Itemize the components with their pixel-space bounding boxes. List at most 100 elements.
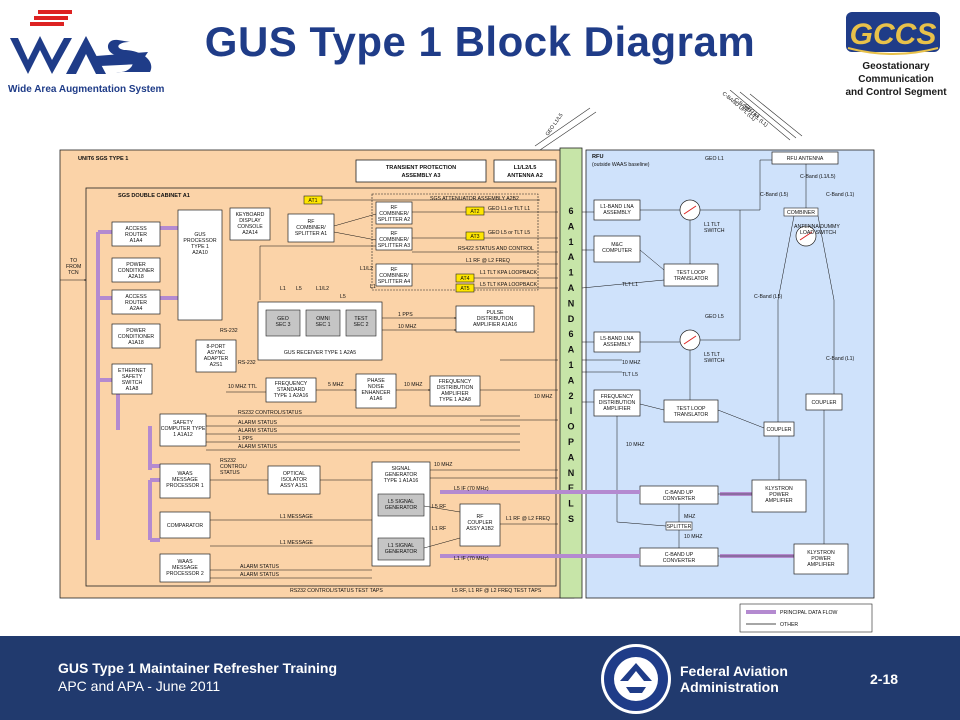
l5-if-label: L5 IF (70 MHz) [454,486,489,492]
svg-text:A2A14: A2A14 [242,230,258,236]
cband-l1-label: C-Band (L1) [826,192,855,198]
svg-text:POWER: POWER [769,492,789,498]
svg-text:L1 SIGNAL: L1 SIGNAL [388,543,414,549]
svg-text:A1A6: A1A6 [370,396,383,402]
antenna-box [493,159,557,183]
geo-l5-tlt-label: GEO L5 or TLT L5 [488,230,530,236]
svg-text:TEST LOOP: TEST LOOP [676,270,706,276]
safety-computer: SAFETY COMPUTER TYPE 1 A1A12 [159,413,207,447]
mhz10e-label: 10 MHZ [434,462,452,468]
svg-text:SWITCH: SWITCH [122,380,143,386]
svg-text:ACCESS: ACCESS [125,226,147,232]
svg-text:MESSAGE: MESSAGE [172,477,198,483]
ant-dummy-2: LOAD SWITCH [800,230,836,236]
io-panel [559,147,583,599]
svg-text:SWITCH: SWITCH [704,228,725,234]
svg-text:SEC 3: SEC 3 [276,322,291,328]
access-router-bottom: ACCESS ROUTER A2A4 [111,289,161,315]
svg-text:WAAS: WAAS [177,559,193,565]
waas-subtitle: Wide Area Augmentation System [8,84,165,95]
sig-l1l2b: L1/L2 [360,266,373,272]
svg-text:8-PORT: 8-PORT [207,344,227,350]
svg-text:TEST: TEST [354,316,368,322]
footer-bar [0,636,960,720]
svg-text:GENERATOR: GENERATOR [385,505,418,511]
svg-text:A2A18: A2A18 [128,274,144,280]
io-panel-letter: A [568,252,575,262]
svg-text:RF: RF [391,231,398,237]
waas-logo [10,10,152,74]
l1-signal-generator: L1 SIGNAL GENERATOR [377,537,425,561]
svg-text:CONDITIONER: CONDITIONER [118,334,155,340]
svg-text:TO: TO [70,258,77,264]
svg-text:COUPLER: COUPLER [467,520,492,526]
svg-text:GUS: GUS [194,232,206,238]
geo-l1-tlt-label: GEO L1 or TLT L1 [488,206,530,212]
ctrl-label: CONTROL/ [220,464,247,470]
tlt-l1-label: TLT L1 [622,282,638,288]
rf-coupler: RF COUPLER ASSY A1B2 [459,503,501,547]
rs422-label: RS422 STATUS AND CONTROL [458,246,534,252]
cband-up-converter-1: C-BAND UP CONVERTER [639,485,719,505]
page-number: 2-18 [870,671,899,687]
svg-text:AT3: AT3 [470,234,479,240]
klystron-1: KLYSTRON POWER AMPLIFIER [751,479,807,513]
cband-up-converter-2: C-BAND UP CONVERTER [639,547,719,567]
io-panel-letter: L [568,499,574,509]
legend: PRINCIPAL DATA FLOW OTHER [739,603,873,633]
svg-text:KEYBOARD: KEYBOARD [236,212,265,218]
io-panel-letter: A [568,375,575,385]
omni-sec1: OMNI SEC 1 [305,309,341,337]
l1-rf2-label: L1 RF [432,526,446,532]
rfu-wiring [581,159,835,557]
l5-signal-generator: L5 SIGNAL GENERATOR [377,493,425,517]
ttl-label: 10 MHZ TTL [228,384,257,390]
access-router-top: ACCESS ROUTER A1A4 [111,221,161,247]
io-panel-letter: A [568,452,575,462]
svg-text:SWITCH: SWITCH [704,358,725,364]
gccs-line-3: and Control Segment [845,87,947,98]
svg-text:ROUTER: ROUTER [125,232,147,238]
io-panel-letter: 1 [568,237,573,247]
svg-text:ETHERNET: ETHERNET [118,368,147,374]
svg-text:ENHANCER: ENHANCER [361,390,390,396]
svg-text:AMPLIFIER: AMPLIFIER [765,498,793,504]
siggen-lines [210,469,558,579]
svg-text:ASSEMBLY: ASSEMBLY [603,210,631,216]
svg-text:SAFETY: SAFETY [173,420,194,426]
io-panel-letter: 6 [568,206,573,216]
l5-rf-label: L5 RF [432,504,446,510]
ethernet-safety-switch: ETHERNET SAFETY SWITCH A1A8 [111,363,153,395]
svg-text:A1A18: A1A18 [128,340,144,346]
io-panel-letter: S [568,514,574,524]
svg-text:CONDITIONER: CONDITIONER [118,268,155,274]
page-title: GUS Type 1 Block Diagram [204,18,756,65]
svg-text:MESSAGE: MESSAGE [172,565,198,571]
svg-text:KLYSTRON: KLYSTRON [807,550,835,556]
ant-dummy-1: ANTENNA/DUMMY [794,224,840,230]
svg-text:ASSEMBLY: ASSEMBLY [603,342,631,348]
gccs-logo: GCCS [846,12,940,55]
cband-l1b-label: C-Band (L1) [826,356,855,362]
svg-text:PROCESSOR 2: PROCESSOR 2 [166,571,204,577]
safety-lines [206,415,520,451]
svg-text:FREQUENCY: FREQUENCY [439,379,472,385]
svg-text:ASSY A1B2: ASSY A1B2 [466,526,494,532]
rfu-antenna: RFU ANTENNA [771,151,839,165]
mhz10-label: 10 MHZ [622,360,640,366]
svg-text:PROCESSOR: PROCESSOR [183,238,216,244]
svg-text:L5-BAND LNA: L5-BAND LNA [600,336,634,342]
antenna-label: L1/L2/L5 [514,165,537,171]
freq-lines [226,359,558,421]
svg-text:TCN: TCN [68,270,79,276]
pps-label: 1 PPS [398,312,413,318]
legend-data-flow: PRINCIPAL DATA FLOW [780,610,838,616]
svg-text:A2A10: A2A10 [192,250,208,256]
svg-text:SPLITTER A2: SPLITTER A2 [378,217,410,223]
svg-text:CONVERTER: CONVERTER [663,496,696,502]
svg-text:POWER: POWER [126,328,146,334]
sig-l1l2: L1/L2 [316,286,329,292]
svg-text:AT5: AT5 [460,286,469,292]
cabinet-title: SGS DOUBLE CABINET A1 [118,193,190,199]
